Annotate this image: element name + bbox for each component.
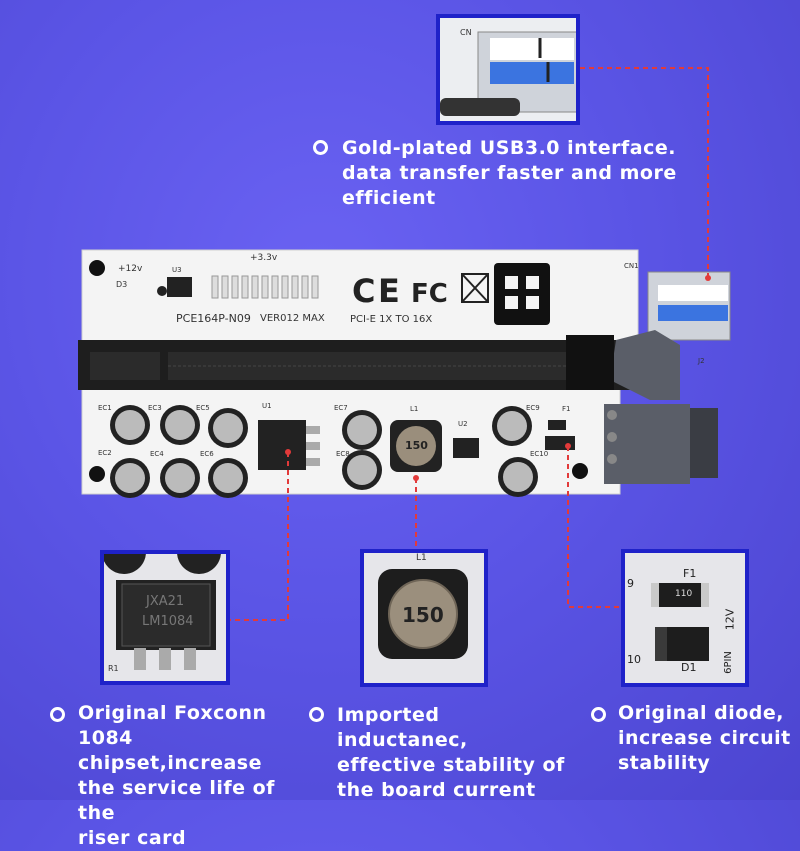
board-label-ec9: EC9 [526,404,540,412]
inductor-bullet-icon [309,707,324,722]
chipset-feature-text: Original Foxconn 1084 chipset,increase t… [78,701,308,851]
board-label-33v: +3.3v [250,253,278,263]
usb-feature-line1: Gold-plated USB3.0 interface. [342,137,676,159]
chipset-feature-line3: the service life of the [78,777,275,824]
board-label-12v: +12v [118,264,143,274]
board-label-ec10: EC10 [530,450,549,458]
diode-d1-label: D1 [681,661,697,674]
inductor-feature-text: Imported inductanec, effective stability… [337,703,567,803]
board-label-u3: U3 [172,266,182,274]
svg-text:C: C [352,272,375,310]
callout-lines [230,67,711,621]
board-label-ec5: EC5 [196,404,210,412]
chip-r1-label: R1 [108,664,119,673]
chipset-feature-line4: riser card [78,827,187,849]
diode-f1-label: F1 [683,567,697,580]
board-label-f1: F1 [562,405,571,413]
diode-label-10: 10 [627,653,641,666]
board-label-cn1: CN1 [624,262,639,270]
diode-feature-line1: Original diode, [618,702,784,724]
usb-port-closeup: CN [436,14,580,125]
board-label-u1: U1 [262,402,272,410]
svg-text:FC: FC [411,279,448,309]
diode-feature-line2: increase circuit [618,727,791,749]
board-inductor-value: 150 [405,439,428,452]
board-label-ec8: EC8 [336,450,350,458]
board-label-d3: D3 [116,280,128,289]
board-label-version: VER012 MAX [260,313,325,324]
board-label-ec6: EC6 [200,450,214,458]
board-label-u2: U2 [458,420,468,428]
svg-text:E: E [378,272,400,310]
chipset-closeup: JXA21 LM1084 R1 [100,550,230,685]
diode-feature-text: Original diode, increase circuit stabili… [618,701,798,776]
board-label-ec1: EC1 [98,404,112,412]
usb-bullet-icon [313,140,328,155]
inductor-l1-label: L1 [416,553,427,563]
usb-feature-line2: data transfer faster and more [342,162,677,184]
board-label-l1: L1 [410,405,419,413]
usb-feature-line3: efficient [342,187,436,209]
chip-marking-line2: LM1084 [142,614,194,629]
riser-board-image: C E FC [78,249,731,498]
inductor-value-marking: 150 [402,603,444,627]
chipset-bullet-icon [50,707,65,722]
inductor-closeup: L1 150 [360,549,488,687]
board-label-ec7: EC7 [334,404,348,412]
board-label-model: PCE164P-N09 [176,312,251,325]
board-label-j2: J2 [698,357,705,365]
diode-label-9: 9 [627,577,634,590]
diode-feature-line3: stability [618,752,711,774]
inductor-feature-line3: the board current [337,779,536,801]
usb-feature-text: Gold-plated USB3.0 interface. data trans… [342,136,702,211]
chipset-feature-line2: 1084 chipset,increase [78,727,262,774]
board-label-pcie: PCI-E 1X TO 16X [350,314,433,325]
diode-closeup: F1 110 9 10 D1 12V 6PIN [621,549,749,687]
board-label-ec3: EC3 [148,404,162,412]
inductor-feature-line1: Imported inductanec, [337,704,468,751]
inductor-feature-line2: effective stability of [337,754,565,776]
chip-marking-line1: JXA21 [146,594,185,609]
fuse-code-marking: 110 [675,589,693,599]
chipset-feature-line1: Original Foxconn [78,702,267,724]
board-label-ec4: EC4 [150,450,164,458]
diode-bullet-icon [591,707,606,722]
usb-inset-cn-label: CN [460,28,472,37]
board-label-ec2: EC2 [98,449,112,457]
